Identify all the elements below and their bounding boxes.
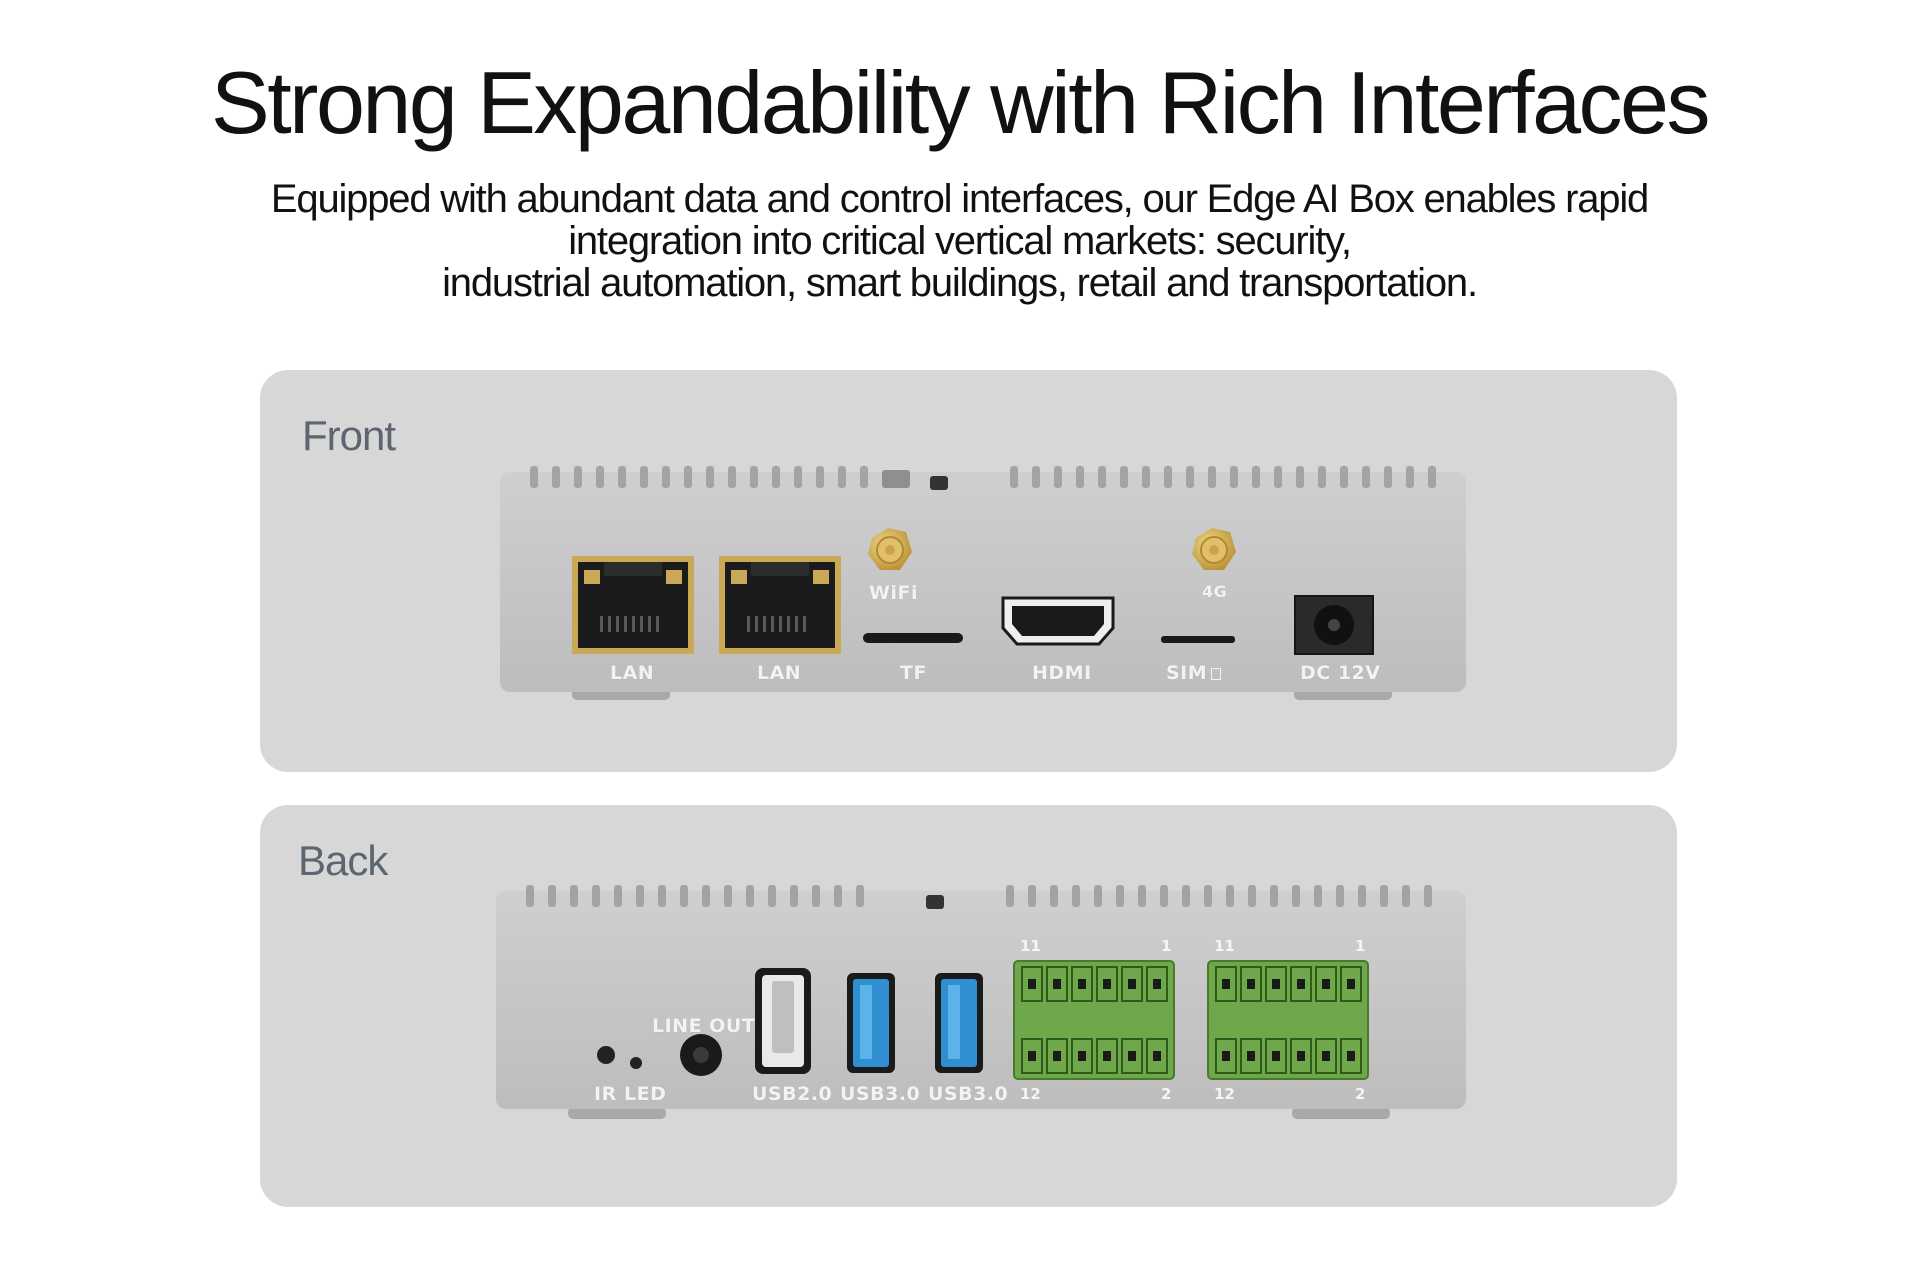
cooling-fins <box>526 885 1432 907</box>
sim-label: SIM <box>1166 662 1222 684</box>
terminal-pin-number: 1 <box>1161 937 1172 955</box>
device-back-image <box>496 885 1466 1119</box>
subtitle-line: industrial automation, smart buildings, … <box>442 261 1478 305</box>
lan-port-icon <box>572 556 694 654</box>
4g-label: 4G <box>1202 582 1228 601</box>
page-title: Strong Expandability with Rich Interface… <box>211 53 1710 152</box>
hdmi-label: HDMI <box>1032 662 1092 684</box>
sim-slot <box>1161 636 1235 643</box>
line-out-label: LINE OUT <box>652 1015 756 1037</box>
hdmi-port-icon <box>1001 596 1115 646</box>
sim-card-icon <box>1211 667 1222 680</box>
usb2-port-icon <box>755 968 811 1074</box>
vent-slot <box>930 476 948 490</box>
foot <box>568 1107 666 1119</box>
tf-slot <box>863 633 963 643</box>
subtitle-line: integration into critical vertical marke… <box>568 219 1352 263</box>
sim-label-text: SIM <box>1166 662 1208 684</box>
foot <box>1292 1107 1390 1119</box>
usb3-port-icon <box>847 973 895 1073</box>
ir-sensor-icon <box>597 1046 615 1064</box>
cooling-fins <box>530 466 1436 488</box>
device-front-view: LAN LAN WiFi TF HDMI 4G SIM DC 12V <box>500 466 1466 701</box>
terminal-pin-number: 12 <box>1020 1085 1041 1103</box>
front-panel: Front <box>260 370 1677 772</box>
wifi-label: WiFi <box>869 582 918 604</box>
terminal-pin-number: 2 <box>1161 1085 1172 1103</box>
terminal-pin-number: 1 <box>1355 937 1366 955</box>
terminal-block-icon <box>1207 960 1369 1080</box>
audio-jack-icon <box>680 1034 722 1076</box>
vent-slot <box>926 895 944 909</box>
page-subtitle: Equipped with abundant data and control … <box>0 178 1919 304</box>
terminal-pin-number: 11 <box>1214 937 1235 955</box>
usb3-port-icon <box>935 973 983 1073</box>
device-front-image <box>500 466 1466 700</box>
4g-antenna-icon <box>1192 528 1236 570</box>
device-back-view: IR LED LINE OUT USB2.0 USB3.0 USB3.0 11 … <box>496 885 1466 1120</box>
front-label: Front <box>302 412 396 459</box>
usb3-label: USB3.0 <box>840 1083 921 1105</box>
back-panel: Back <box>260 805 1677 1207</box>
usb3-label: USB3.0 <box>928 1083 1009 1105</box>
subtitle-line: Equipped with abundant data and control … <box>270 177 1649 221</box>
terminal-block-icon <box>1013 960 1175 1080</box>
ir-label: IR <box>594 1083 617 1105</box>
dc-jack-icon <box>1294 595 1374 655</box>
lan-port-icon <box>719 556 841 654</box>
wifi-antenna-icon <box>868 528 912 570</box>
terminal-pin-number: 12 <box>1214 1085 1235 1103</box>
led-indicator-icon <box>630 1057 642 1069</box>
terminal-pin-number: 11 <box>1020 937 1041 955</box>
usb2-label: USB2.0 <box>752 1083 833 1105</box>
led-label: LED <box>624 1083 667 1105</box>
back-label: Back <box>298 837 388 884</box>
terminal-pin-number: 2 <box>1355 1085 1366 1103</box>
dc-label: DC 12V <box>1300 662 1381 684</box>
lan-label: LAN <box>757 662 802 684</box>
tf-label: TF <box>900 662 927 684</box>
lan-label: LAN <box>610 662 655 684</box>
